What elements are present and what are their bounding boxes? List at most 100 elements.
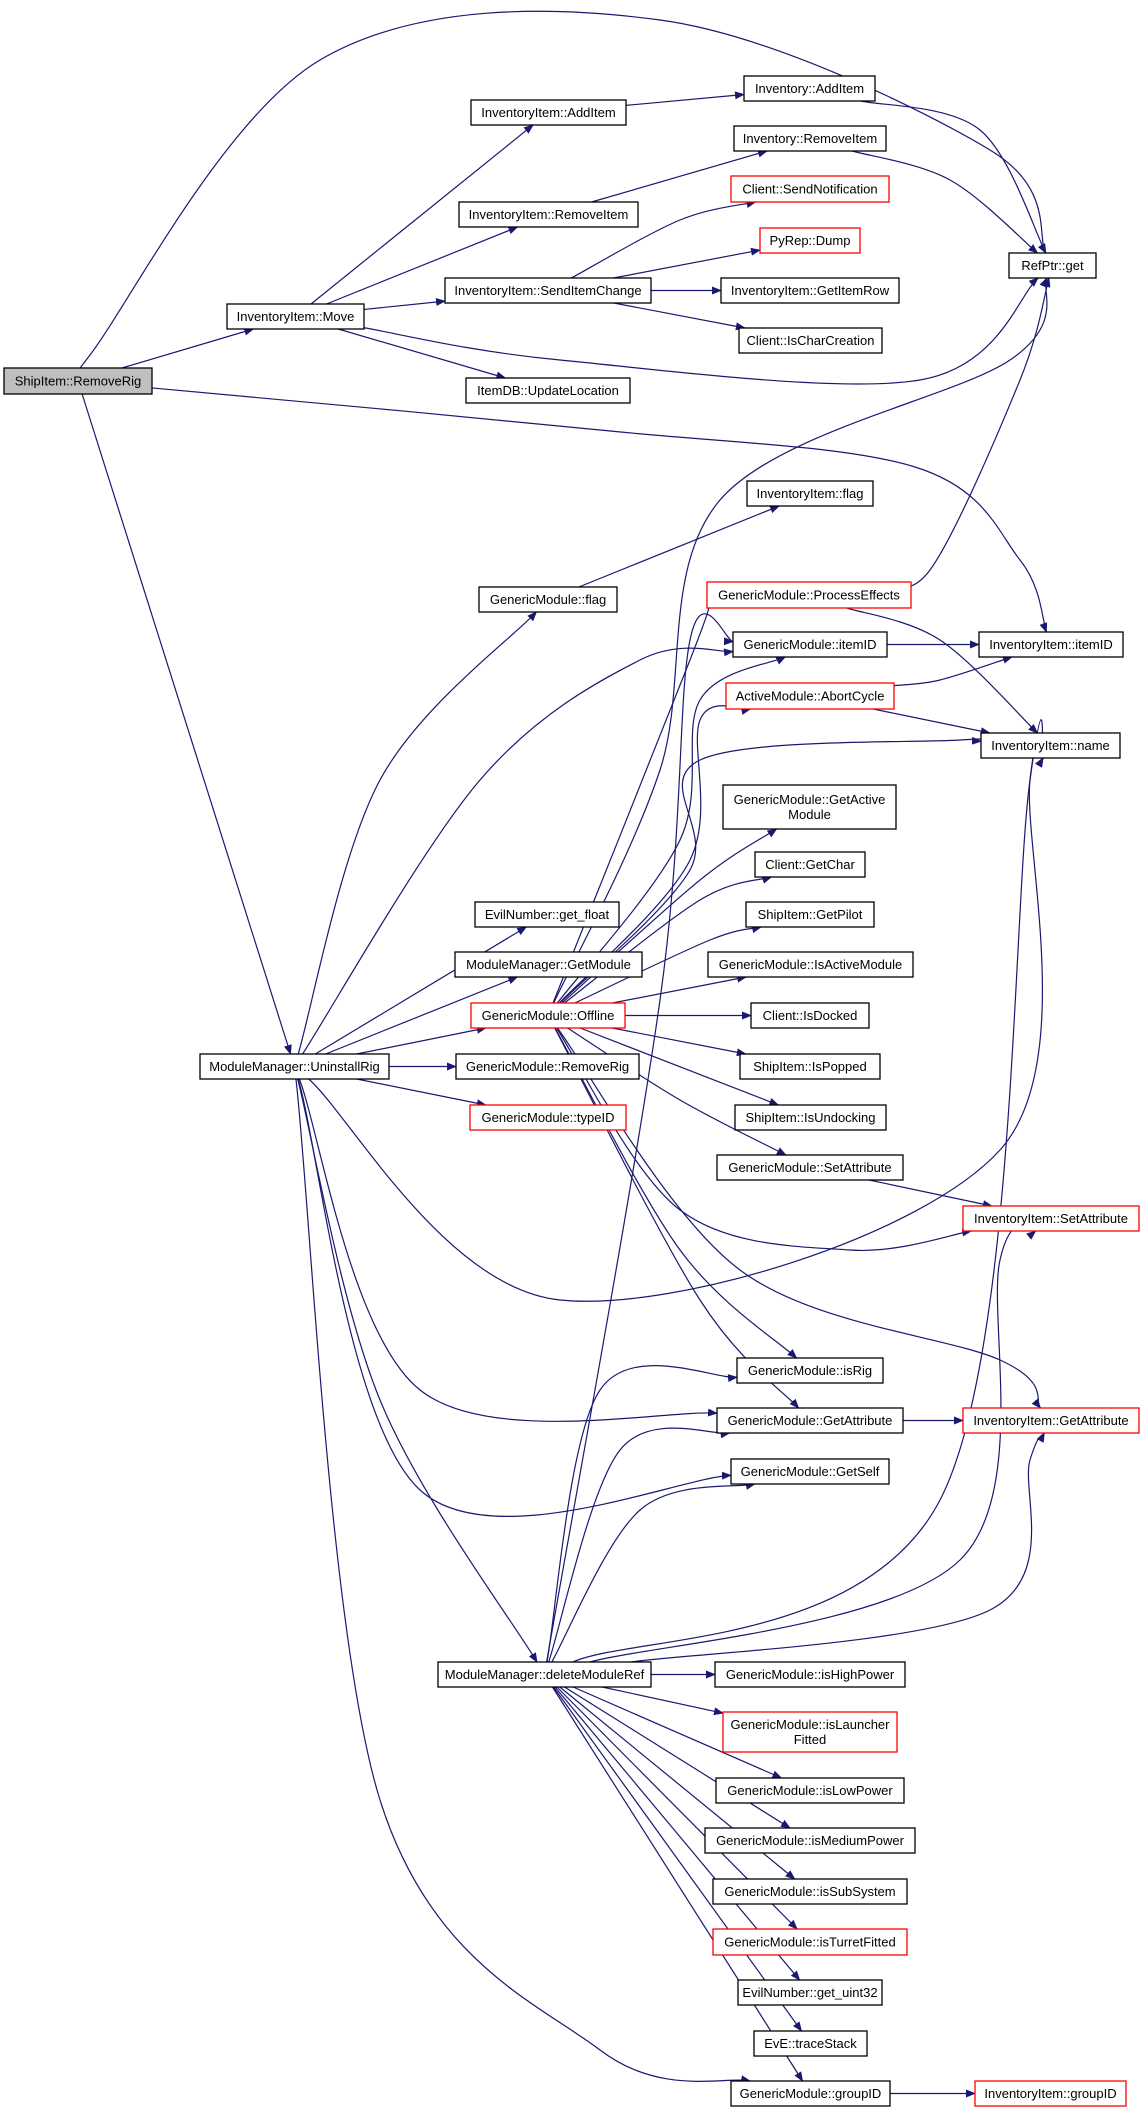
node-label: GenericModule::SetAttribute <box>728 1160 891 1175</box>
node-gm-offline[interactable]: GenericModule::Offline <box>470 1002 626 1029</box>
node-inv-removeitem[interactable]: Inventory::RemoveItem <box>733 125 887 152</box>
node-gm-removerig[interactable]: GenericModule::RemoveRig <box>455 1053 640 1080</box>
node-gm-setattribute[interactable]: GenericModule::SetAttribute <box>716 1154 904 1181</box>
node-label: EvilNumber::get_uint32 <box>742 1985 877 2000</box>
edge-mm_deletemoduleref-to-gm_groupid <box>551 1686 804 2082</box>
node-si-getpilot[interactable]: ShipItem::GetPilot <box>745 901 875 928</box>
node-inv-additem[interactable]: Inventory::AddItem <box>743 75 876 102</box>
edge-gm_flag-to-ii_flag <box>578 505 781 588</box>
node-client-isdocked[interactable]: Client::IsDocked <box>750 1002 870 1029</box>
node-gm-issubsystem[interactable]: GenericModule::isSubSystem <box>712 1878 908 1905</box>
node-pyrep-dump[interactable]: PyRep::Dump <box>759 227 861 254</box>
node-gm-isrig[interactable]: GenericModule::isRig <box>736 1357 884 1384</box>
node-root[interactable]: ShipItem::RemoveRig <box>3 367 153 395</box>
node-gm-ismediumpower[interactable]: GenericModule::isMediumPower <box>704 1827 916 1854</box>
edge-ii_move-to-ii_removeitem <box>326 226 519 305</box>
node-ii-itemid[interactable]: InventoryItem::itemID <box>978 631 1124 658</box>
node-eve-tracestack[interactable]: EvE::traceStack <box>753 2030 868 2057</box>
node-ii-setattribute[interactable]: InventoryItem::SetAttribute <box>962 1205 1140 1232</box>
node-box <box>199 1053 390 1080</box>
node-mm-deletemoduleref[interactable]: ModuleManager::deleteModuleRef <box>437 1661 652 1688</box>
node-box <box>730 175 890 203</box>
node-label: ModuleManager::UninstallRig <box>209 1059 380 1074</box>
edge-mm_deletemoduleref-to-gm_islauncherfitted <box>602 1686 724 1716</box>
node-label: InventoryItem::name <box>991 738 1110 753</box>
node-mm-getmodule[interactable]: ModuleManager::GetModule <box>454 951 643 978</box>
node-box <box>737 1979 883 2006</box>
node-label: InventoryItem::Move <box>237 309 355 324</box>
node-label: Client::IsCharCreation <box>747 333 875 348</box>
node-box <box>437 1661 652 1688</box>
node-box <box>730 1458 890 1485</box>
node-box <box>738 327 883 354</box>
edge-ii_senditemchange-to-pyrep_dump <box>613 247 761 279</box>
edge-gm_offline-to-si_getpilot <box>574 925 762 1004</box>
node-gm-typeid[interactable]: GenericModule::typeID <box>469 1104 627 1131</box>
node-box <box>962 1205 1140 1232</box>
node-box <box>704 1827 916 1854</box>
node-ii-groupid[interactable]: InventoryItem::groupID <box>974 2080 1127 2107</box>
node-ii-move[interactable]: InventoryItem::Move <box>226 303 365 330</box>
node-box <box>470 1002 626 1029</box>
node-box <box>474 901 620 928</box>
node-box <box>743 75 876 102</box>
node-gm-getself[interactable]: GenericModule::GetSelf <box>730 1458 890 1485</box>
node-si-isundocking[interactable]: ShipItem::IsUndocking <box>734 1104 887 1131</box>
node-box <box>745 901 875 928</box>
node-gm-isturretfitted[interactable]: GenericModule::isTurretFitted <box>712 1928 908 1956</box>
node-gm-itemid[interactable]: GenericModule::itemID <box>732 631 888 658</box>
node-label: GenericModule::Offline <box>482 1008 615 1023</box>
node-box <box>978 631 1124 658</box>
node-label: GenericModule::isLauncher <box>731 1717 891 1732</box>
node-gm-processeffects[interactable]: GenericModule::ProcessEffects <box>706 581 912 609</box>
node-box <box>730 2080 891 2107</box>
node-gm-ishighpower[interactable]: GenericModule::isHighPower <box>714 1661 906 1688</box>
node-evil-getfloat[interactable]: EvilNumber::get_float <box>474 901 620 928</box>
edge-mm_uninstallrig-to-evil_getfloat <box>314 926 528 1055</box>
edge-gm_offline-to-gm_getattribute <box>554 1027 800 1409</box>
node-ii-getattribute[interactable]: InventoryItem::GetAttribute <box>962 1407 1140 1434</box>
node-box <box>458 201 639 228</box>
edge-root-to-refptr_get <box>70 10 1047 382</box>
node-si-ispopped[interactable]: ShipItem::IsPopped <box>739 1053 881 1080</box>
node-gm-isactivemodule[interactable]: GenericModule::IsActiveModule <box>707 951 914 978</box>
edge-mm_uninstallrig-to-mm_getmodule <box>325 976 519 1055</box>
node-evil-getuint32[interactable]: EvilNumber::get_uint32 <box>737 1979 883 2006</box>
node-label: ItemDB::UpdateLocation <box>477 383 619 398</box>
node-box <box>714 1661 906 1688</box>
node-gm-groupid[interactable]: GenericModule::groupID <box>730 2080 891 2107</box>
node-ii-getitemrow[interactable]: InventoryItem::GetItemRow <box>720 277 900 304</box>
node-ii-removeitem[interactable]: InventoryItem::RemoveItem <box>458 201 639 228</box>
node-ii-name[interactable]: InventoryItem::name <box>980 732 1121 759</box>
node-box <box>716 1407 904 1434</box>
node-mm-uninstallrig[interactable]: ModuleManager::UninstallRig <box>199 1053 390 1080</box>
edge-mm_deletemoduleref-to-gm_ismediumpower <box>564 1686 791 1829</box>
edge-gm_offline-to-si_isundocking <box>579 1027 780 1106</box>
node-client-sendnotification[interactable]: Client::SendNotification <box>730 175 890 203</box>
node-client-getchar[interactable]: Client::GetChar <box>754 851 866 878</box>
node-box <box>962 1407 1140 1434</box>
node-am-abortcycle[interactable]: ActiveModule::AbortCycle <box>725 682 895 710</box>
node-label: GenericModule::GetAttribute <box>728 1413 893 1428</box>
node-gm-getattribute[interactable]: GenericModule::GetAttribute <box>716 1407 904 1434</box>
node-ii-flag[interactable]: InventoryItem::flag <box>746 480 874 507</box>
edge-gm_setattribute-to-ii_setattribute <box>868 1179 993 1209</box>
node-label: GenericModule::isMediumPower <box>716 1833 905 1848</box>
edge-ii_move-to-itemdb_updatelocation <box>337 328 507 380</box>
node-gm-islowpower[interactable]: GenericModule::isLowPower <box>715 1777 905 1804</box>
node-gm-flag[interactable]: GenericModule::flag <box>478 586 618 613</box>
node-box <box>722 1711 898 1753</box>
node-box <box>750 1002 870 1029</box>
node-box <box>722 784 897 830</box>
edge-mm_deletemoduleref-to-gm_getattribute <box>548 1427 731 1663</box>
node-client-ischarcreation[interactable]: Client::IsCharCreation <box>738 327 883 354</box>
node-ii-additem[interactable]: InventoryItem::AddItem <box>470 99 627 126</box>
node-label: GenericModule::ProcessEffects <box>718 588 900 603</box>
node-refptr-get[interactable]: RefPtr::get <box>1008 252 1097 279</box>
node-itemdb-updatelocation[interactable]: ItemDB::UpdateLocation <box>465 377 631 404</box>
node-box <box>455 1053 640 1080</box>
node-ii-senditemchange[interactable]: InventoryItem::SendItemChange <box>444 277 652 304</box>
